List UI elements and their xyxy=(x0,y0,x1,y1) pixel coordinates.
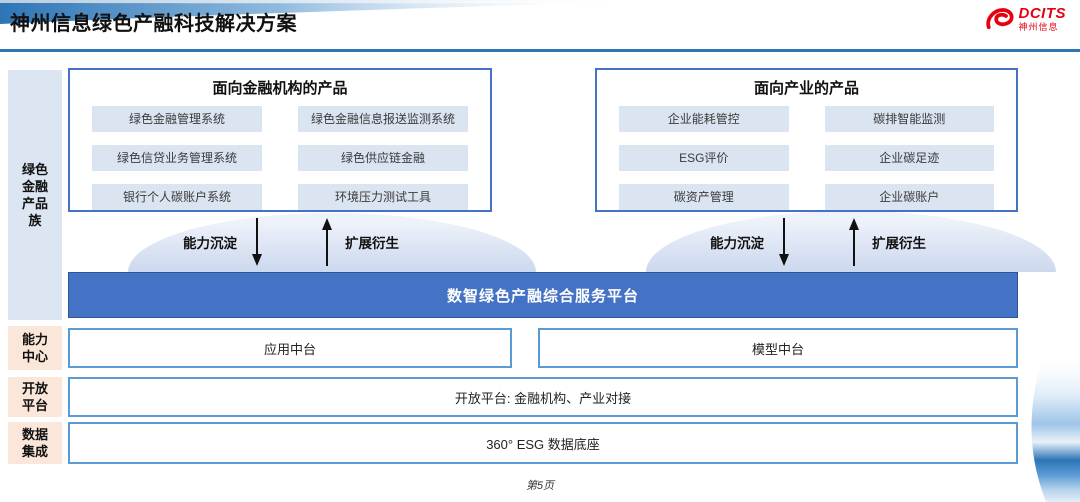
dcits-logo-icon xyxy=(985,8,1013,30)
logo-brand-cn: 神州信息 xyxy=(1018,22,1059,32)
open-platform-label: 开放平台: 金融机构、产业对接 xyxy=(454,390,632,406)
finance-products-box: 面向金融机构的产品 绿色金融管理系统 绿色金融信息报送监测系统 绿色信贷业务管理… xyxy=(68,68,492,212)
platform-banner: 数智绿色产融综合服务平台 xyxy=(68,272,1018,318)
model-middle-platform-box: 模型中台 xyxy=(538,328,1018,368)
model-middle-platform-label: 模型中台 xyxy=(751,341,804,357)
sidebar-label-data-integration: 数据 集成 xyxy=(8,422,62,464)
product-chip: ESG评价 xyxy=(619,145,789,171)
industry-products-box: 面向产业的产品 企业能耗管控 碳排智能监测 ESG评价 企业碳足迹 碳资产管理 … xyxy=(595,68,1018,212)
app-middle-platform-label: 应用中台 xyxy=(263,341,316,357)
up-arrow-icon xyxy=(322,218,332,266)
down-arrow-icon xyxy=(779,218,789,266)
page-title: 神州信息绿色产融科技解决方案 xyxy=(10,13,297,35)
product-chip: 碳资产管理 xyxy=(619,184,789,210)
product-chip: 企业能耗管控 xyxy=(619,106,789,132)
page-number: 第5页 xyxy=(525,480,555,492)
sidebar-label-line: 产品 xyxy=(21,196,48,211)
arrow-zone-right: 能力沉淀 扩展衍生 xyxy=(710,218,926,266)
esg-data-base-box: 360° ESG 数据底座 xyxy=(68,422,1018,464)
product-chip: 绿色金融信息报送监测系统 xyxy=(298,106,468,132)
expand-derive-label: 扩展衍生 xyxy=(872,236,926,251)
sidebar-label-line: 平台 xyxy=(21,398,48,413)
arrow-zone-left: 能力沉淀 扩展衍生 xyxy=(183,218,399,266)
sidebar-label-line: 绿色 xyxy=(21,162,48,177)
down-arrow-icon xyxy=(252,218,262,266)
product-chip: 绿色金融管理系统 xyxy=(92,106,262,132)
expand-derive-label: 扩展衍生 xyxy=(345,236,399,251)
finance-products-grid: 绿色金融管理系统 绿色金融信息报送监测系统 绿色信贷业务管理系统 绿色供应链金融… xyxy=(70,106,490,210)
company-logo: DCITS 神州信息 xyxy=(985,6,1067,32)
sidebar-label-line: 中心 xyxy=(21,349,48,364)
sidebar-label-line: 能力 xyxy=(21,332,48,347)
product-chip: 环境压力测试工具 xyxy=(298,184,468,210)
product-chip: 绿色供应链金融 xyxy=(298,145,468,171)
sidebar-label-line: 族 xyxy=(28,213,42,228)
product-chip: 绿色信贷业务管理系统 xyxy=(92,145,262,171)
corner-ribbon-decoration xyxy=(1031,352,1080,502)
industry-products-grid: 企业能耗管控 碳排智能监测 ESG评价 企业碳足迹 碳资产管理 企业碳账户 xyxy=(597,106,1016,210)
capability-sediment-label: 能力沉淀 xyxy=(710,236,764,251)
sidebar-label-line: 金融 xyxy=(21,179,48,194)
esg-data-base-label: 360° ESG 数据底座 xyxy=(486,436,600,452)
sidebar-label-open-platform: 开放 平台 xyxy=(8,377,62,417)
app-middle-platform-box: 应用中台 xyxy=(68,328,512,368)
product-chip: 企业碳账户 xyxy=(824,184,994,210)
header-divider xyxy=(0,49,1080,52)
sidebar-label-green-finance-product-family: 绿色 金融 产品 族 xyxy=(8,70,62,320)
product-chip: 企业碳足迹 xyxy=(824,145,994,171)
industry-products-title: 面向产业的产品 xyxy=(753,80,859,97)
sidebar-label-line: 集成 xyxy=(21,444,48,459)
sidebar-label-line: 数据 xyxy=(21,427,48,442)
sidebar-label-capability-center: 能力 中心 xyxy=(8,326,62,370)
capability-sediment-label: 能力沉淀 xyxy=(183,236,237,251)
sidebar-label-line: 开放 xyxy=(21,381,48,396)
up-arrow-icon xyxy=(849,218,859,266)
platform-banner-text: 数智绿色产融综合服务平台 xyxy=(446,287,639,305)
slide-header: 神州信息绿色产融科技解决方案 DCITS 神州信息 xyxy=(0,0,1080,53)
open-platform-box: 开放平台: 金融机构、产业对接 xyxy=(68,377,1018,417)
header-swoosh-decoration xyxy=(0,0,660,24)
finance-products-title: 面向金融机构的产品 xyxy=(212,80,348,97)
logo-brand: DCITS xyxy=(1018,5,1066,22)
product-chip: 碳排智能监测 xyxy=(824,106,994,132)
logo-text: DCITS 神州信息 xyxy=(1019,6,1067,32)
product-chip: 银行个人碳账户系统 xyxy=(92,184,262,210)
